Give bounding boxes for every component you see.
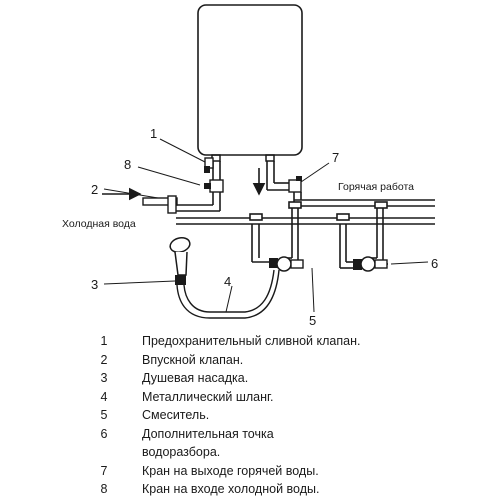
legend-item-number: 4	[100, 389, 108, 404]
legend-item: 5 Смеситель.	[0, 406, 501, 424]
legend-item-number: 1	[100, 334, 108, 348]
legend-item-text: Смеситель.	[142, 408, 210, 422]
cold-inlet-tap	[204, 179, 224, 193]
additional-draw-off-pipes	[336, 201, 388, 269]
cold-water-caption: Холодная вода	[62, 218, 136, 230]
hot-outlet-tap	[288, 176, 302, 193]
legend-item-text: Предохранительный сливной клапан.	[142, 334, 361, 348]
legend-item-number: 3	[100, 371, 108, 385]
legend-item: 1 Предохранительный сливной клапан.	[0, 332, 501, 350]
legend-item-text: Душевая насадка.	[142, 371, 249, 385]
legend-item-text: Впускной клапан.	[142, 352, 244, 367]
callout-4: 4	[224, 274, 231, 289]
shower-head	[169, 237, 191, 285]
safety-drain-valve	[204, 157, 214, 173]
inlet-valve	[142, 195, 178, 214]
callout-7: 7	[332, 150, 339, 165]
callout-3: 3	[91, 277, 98, 292]
legend-item: 3 Душевая насадка.	[0, 369, 501, 387]
water-heater-installation-diagram: 1 8 2 3 4 5 6 7 Горячая работа Холодная …	[62, 4, 438, 328]
callout-8: 8	[124, 157, 131, 172]
legend-item: 2 Впускной клапан.	[0, 351, 501, 369]
legend-item-number: 7	[100, 463, 108, 478]
legend-item: водоразбора.	[0, 443, 501, 461]
mixer-supply-pipes	[249, 201, 303, 265]
legend-item-text: Дополнительная точка	[142, 426, 274, 441]
legend-item-text: Кран на выходе горячей воды.	[142, 463, 319, 478]
mixer	[269, 256, 304, 272]
legend-item-number: 8	[100, 482, 108, 496]
callout-5: 5	[309, 313, 316, 328]
legend-item: 6 Дополнительная точка	[0, 425, 501, 443]
legend-item-text: водоразбора.	[142, 445, 221, 459]
legend-item: 8 Кран на входе холодной воды.	[0, 480, 501, 498]
legend-item-number: 5	[100, 408, 108, 422]
legend-item: 4 Металлический шланг.	[0, 388, 501, 406]
additional-draw-off-point	[353, 256, 388, 272]
callout-2: 2	[91, 182, 98, 197]
legend-item-number: 6	[100, 426, 108, 441]
legend-item: 7 Кран на выходе горячей воды.	[0, 462, 501, 480]
hot-outlet-pipe	[266, 161, 289, 191]
legend-item-text: Металлический шланг.	[142, 389, 274, 404]
water-heater-tank	[197, 4, 303, 156]
tank-outlets	[211, 154, 275, 162]
callout-6: 6	[431, 256, 438, 271]
hot-line-caption: Горячая работа	[338, 181, 414, 193]
callout-1: 1	[150, 126, 157, 141]
cold-water-main-line	[176, 217, 435, 225]
legend-item-number: 2	[100, 352, 108, 367]
hot-water-line	[293, 192, 435, 207]
legend-item-text: Кран на входе холодной воды.	[142, 482, 320, 496]
callout-leaders	[103, 138, 429, 313]
metal-hose	[176, 269, 280, 319]
